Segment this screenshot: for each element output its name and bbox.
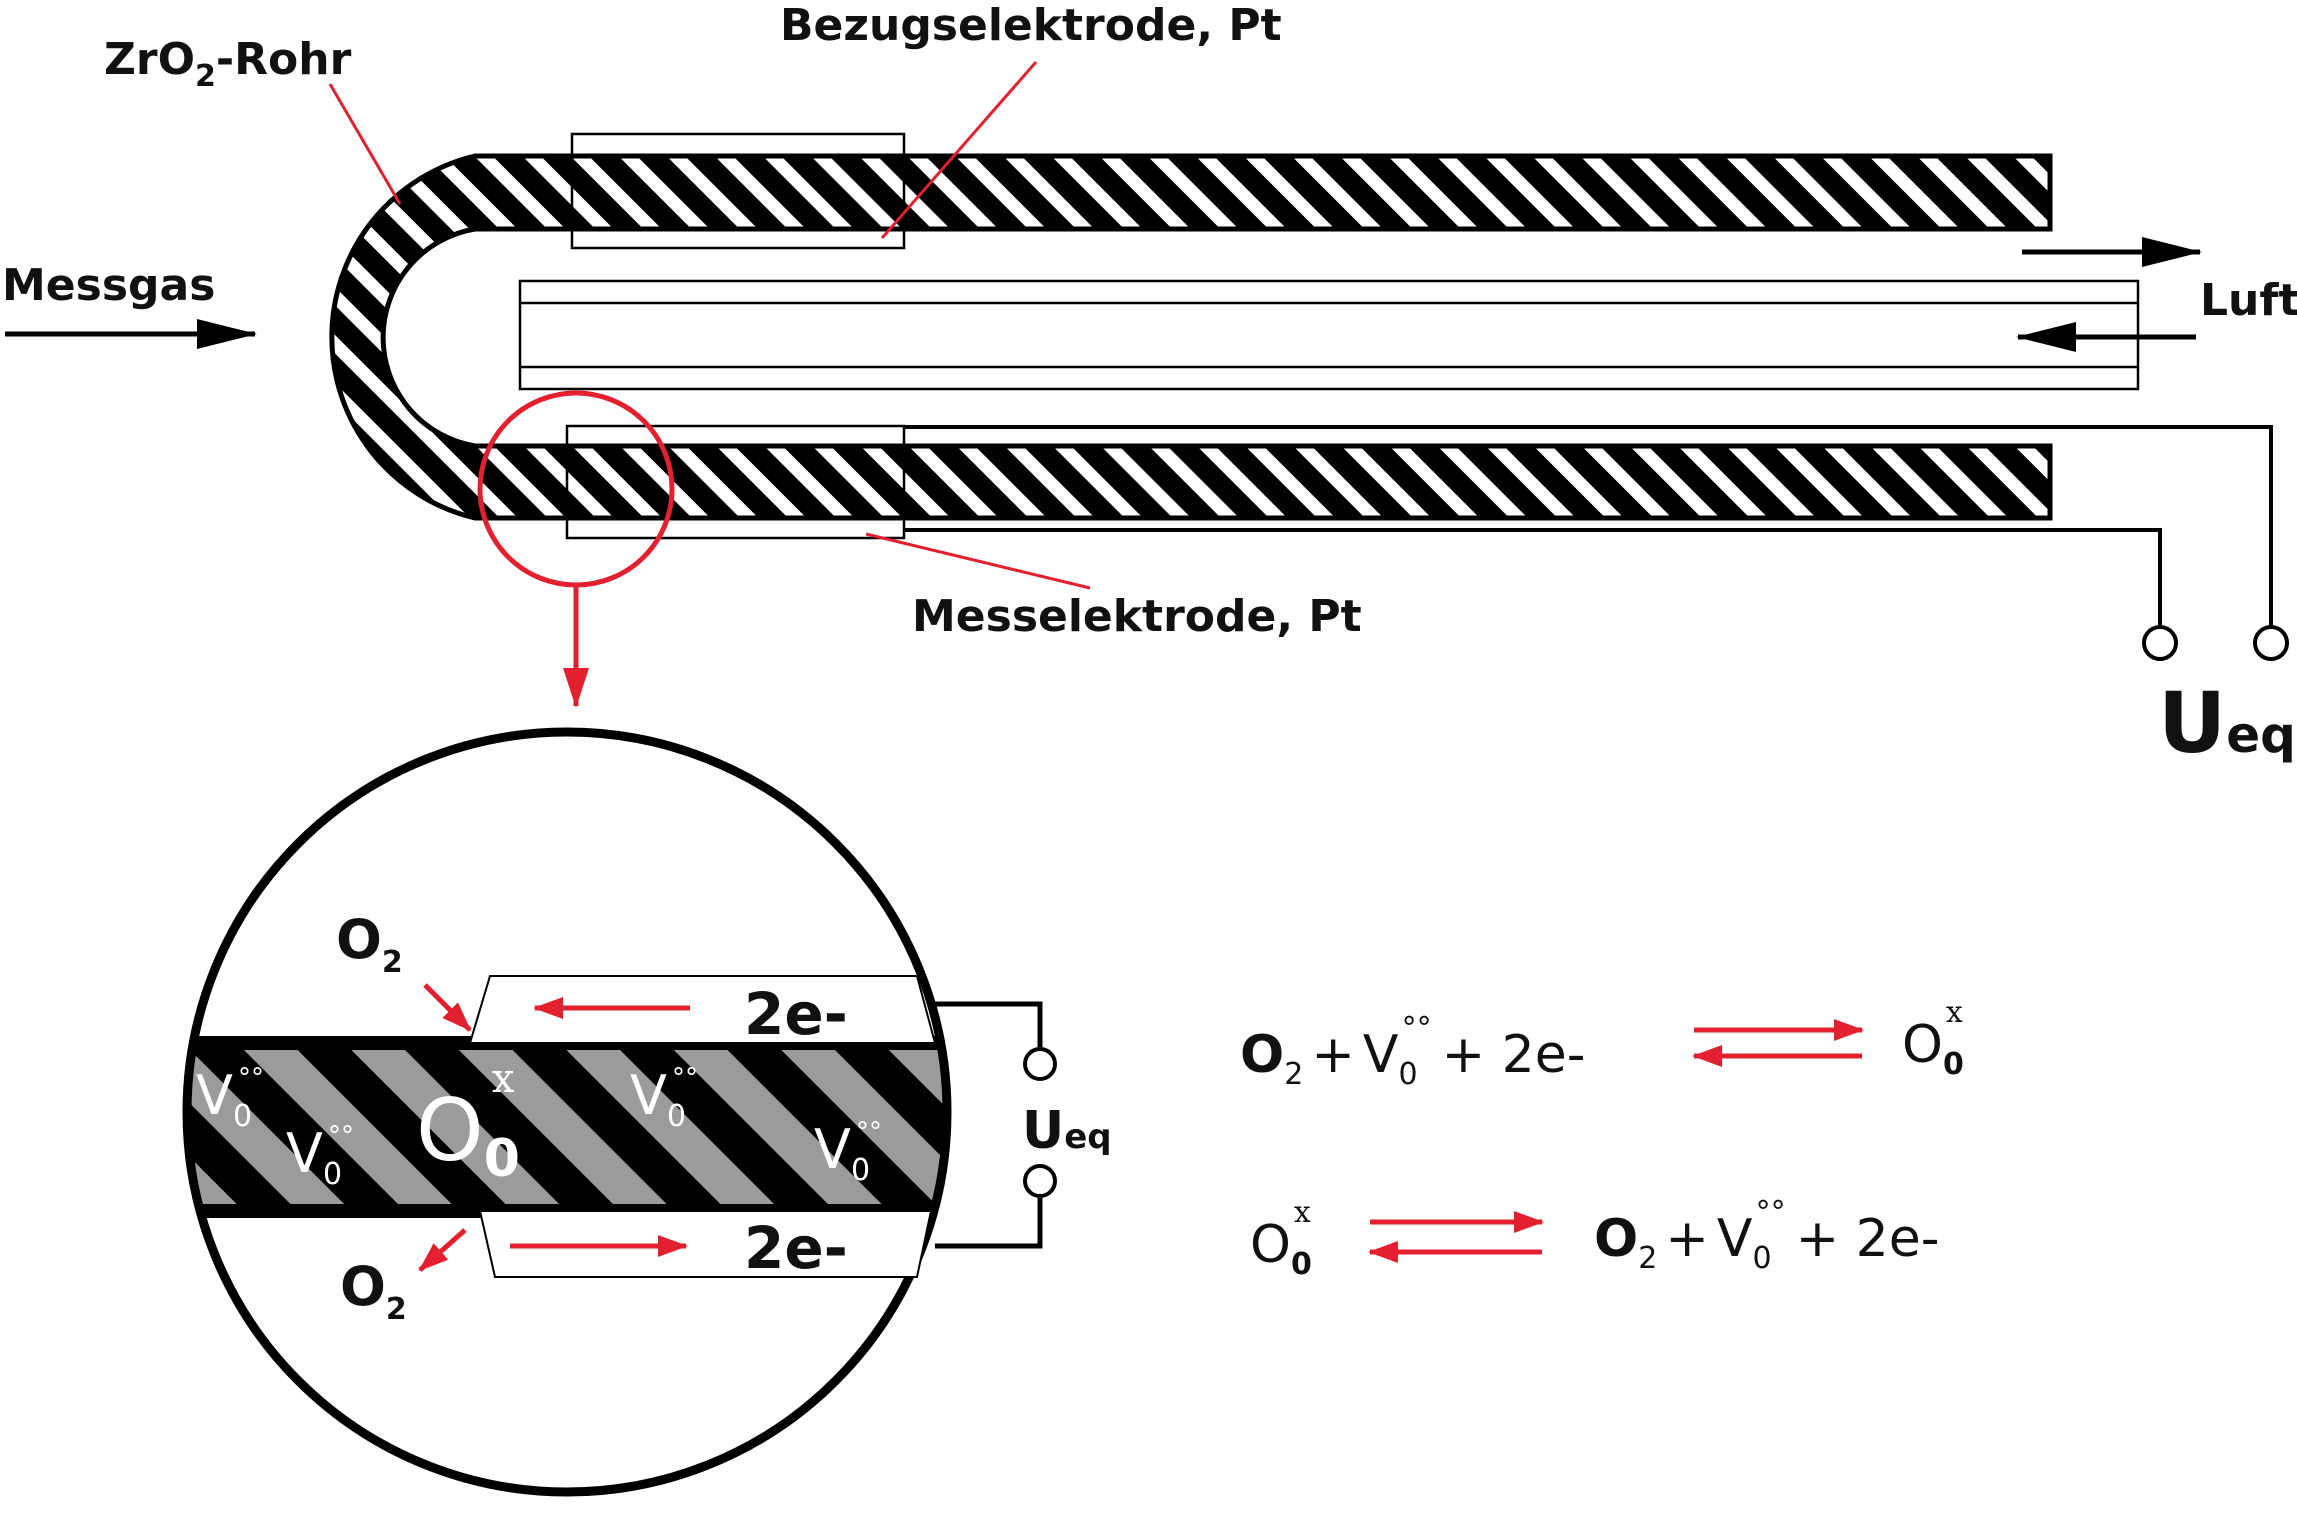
o2-bottom-label: O2 (340, 1255, 407, 1327)
detail-circle (182, 727, 952, 1497)
vacancy-species-1: V0°° (196, 1063, 264, 1134)
measuring-leader-line (865, 532, 1091, 590)
oxide-ion-species: O0x (416, 1056, 520, 1189)
reaction-1-right: O0x (1902, 995, 1964, 1082)
o2-in-arrow (423, 983, 472, 1032)
electron-bottom-label: 2e- (744, 1214, 848, 1282)
reaction-1: O2+V0°°+ 2e- O0x (1240, 995, 1964, 1092)
measuring-gas-label: Messgas (2, 260, 215, 311)
measuring-electrode-label: Messelektrode, Pt (912, 591, 1362, 642)
reference-electrode (570, 132, 906, 250)
detail-top-electrode (468, 975, 937, 1044)
tube-label: ZrO2-Rohr (104, 34, 352, 94)
vacancy-species-4: V0°° (814, 1117, 882, 1188)
detail-terminal-top (1023, 1047, 1057, 1081)
tube-leader-line (328, 83, 402, 205)
reaction-1-left: O2+V0°°+ 2e- (1240, 1011, 1586, 1092)
reaction-2: O0x O2+V0°°+ 2e- (1250, 1195, 1940, 1282)
detail-terminal-bottom (1023, 1164, 1057, 1198)
o2-out-arrow (418, 1228, 467, 1272)
detail-view: O2 O2 2e- 2e- Ueq V0°° V0°° V0°° V0°° O0… (182, 727, 1112, 1497)
terminal-left (2142, 625, 2178, 661)
reference-leader-line (880, 61, 1038, 239)
terminal-right (2253, 625, 2289, 661)
inner-air-tube (518, 279, 2140, 391)
electron-top-label: 2e- (744, 980, 848, 1048)
zro2-tube (329, 153, 2053, 521)
vacancy-species-2: V0°° (286, 1121, 354, 1192)
reaction-2-left: O0x (1250, 1195, 1312, 1282)
air-label: Luft (2200, 275, 2297, 326)
o2-top-label: O2 (336, 908, 403, 980)
terminal-wiring (904, 425, 2273, 626)
measuring-electrode (565, 424, 906, 540)
detail-bottom-electrode (478, 1210, 933, 1278)
reference-electrode-label: Bezugselektrode, Pt (780, 0, 1282, 51)
voltage-label: Ueq (2158, 674, 2296, 772)
reaction-2-right: O2+V0°°+ 2e- (1594, 1195, 1940, 1276)
vacancy-species-3: V0°° (630, 1063, 698, 1134)
detail-voltage-label: Ueq (1022, 1101, 1112, 1161)
detail-electrolyte (187, 1043, 947, 1211)
